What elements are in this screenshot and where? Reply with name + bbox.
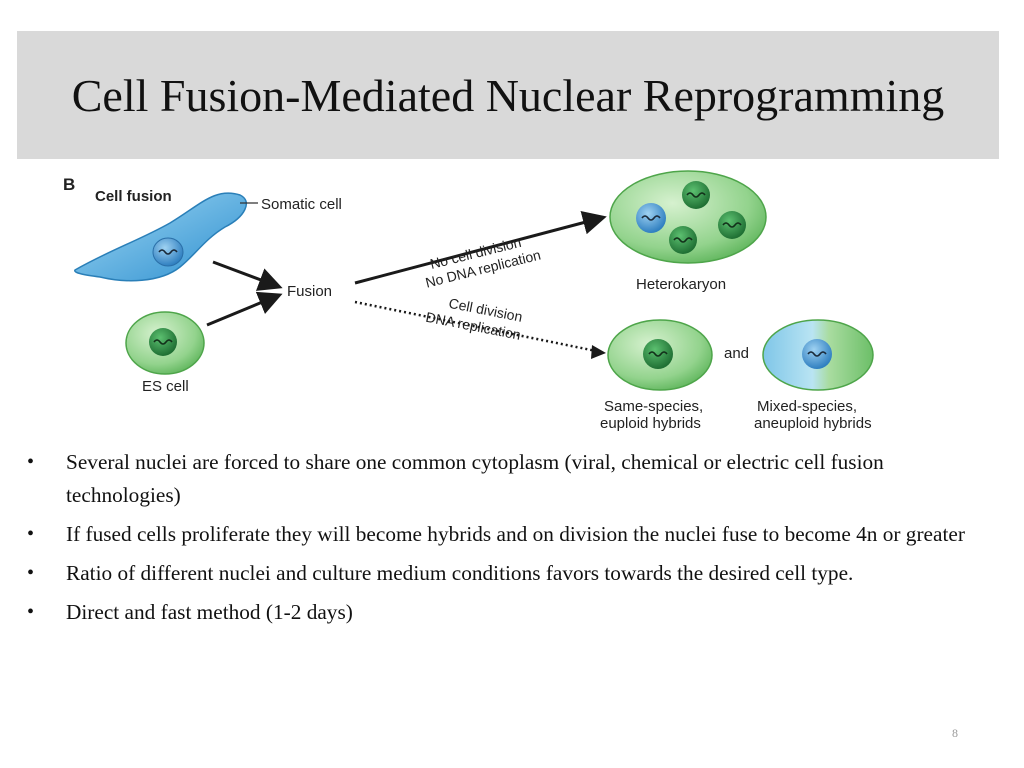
mixed-species-label-line2: aneuploid hybrids: [754, 415, 872, 432]
bullet-text: Direct and fast method (1-2 days): [66, 600, 353, 624]
dna-icon: [153, 339, 173, 345]
slide-title: Cell Fusion-Mediated Nuclear Reprogrammi…: [71, 69, 945, 121]
es-to-fusion-arrow: [206, 291, 283, 327]
dna-icon: [158, 249, 178, 255]
bullet-dot: •: [27, 562, 35, 584]
no-division-arrow: [354, 210, 607, 285]
and-label: and: [724, 345, 749, 362]
somatic-nucleus: [152, 237, 184, 267]
bullet-dot: •: [27, 601, 35, 623]
mixed-species-label-line1: Mixed-species,: [757, 398, 857, 415]
division-arrow-head: [591, 345, 606, 359]
heterokaryon-cell: [609, 170, 767, 264]
bullet-item: • Ratio of different nuclei and culture m…: [27, 557, 1002, 590]
same-species-label-line2: euploid hybrids: [600, 415, 701, 432]
bullet-text: Ratio of different nuclei and culture me…: [66, 561, 854, 585]
bullet-dot: •: [27, 451, 35, 473]
hybrid-nucleus: [643, 339, 673, 369]
bullet-text: If fused cells proliferate they will bec…: [66, 522, 965, 546]
heterokaryon-nucleus-green: [669, 226, 697, 254]
same-species-label-line1: Same-species,: [604, 398, 703, 415]
bullet-item: • Several nuclei are forced to share one …: [27, 446, 1002, 512]
mixed-species-hybrid-cell: [762, 319, 874, 391]
cell-fusion-figure: B Cell fusion Somatic cell ES cell Fusio…: [55, 165, 905, 440]
heterokaryon-nucleus-blue: [636, 203, 666, 233]
bullet-text: Several nuclei are forced to share one c…: [66, 450, 884, 507]
somatic-cell-label: Somatic cell: [261, 196, 342, 213]
bullet-item: • If fused cells proliferate they will be…: [27, 518, 1002, 551]
bullet-list: • Several nuclei are forced to share one …: [27, 446, 1002, 635]
mixed-hybrid-nucleus: [802, 339, 832, 369]
title-bar: Cell Fusion-Mediated Nuclear Reprogrammi…: [17, 31, 999, 159]
bullet-item: • Direct and fast method (1-2 days): [27, 596, 1002, 629]
somatic-to-fusion-arrow: [212, 260, 283, 291]
heterokaryon-nucleus-green: [718, 211, 746, 239]
division-arrow: [354, 300, 602, 354]
somatic-cell: [74, 192, 247, 282]
fusion-label: Fusion: [287, 283, 332, 300]
bullet-dot: •: [27, 523, 35, 545]
heterokaryon-nucleus-green: [682, 181, 710, 209]
es-cell-label: ES cell: [142, 378, 189, 395]
heterokaryon-label: Heterokaryon: [636, 276, 726, 293]
figure-heading: Cell fusion: [95, 188, 172, 205]
cell-fusion-diagram: B Cell fusion Somatic cell ES cell Fusio…: [63, 170, 874, 432]
panel-letter: B: [63, 175, 75, 194]
same-species-hybrid-cell: [607, 319, 713, 391]
es-cell: [125, 311, 205, 375]
page-number: 8: [952, 726, 958, 740]
es-nucleus: [149, 328, 177, 356]
